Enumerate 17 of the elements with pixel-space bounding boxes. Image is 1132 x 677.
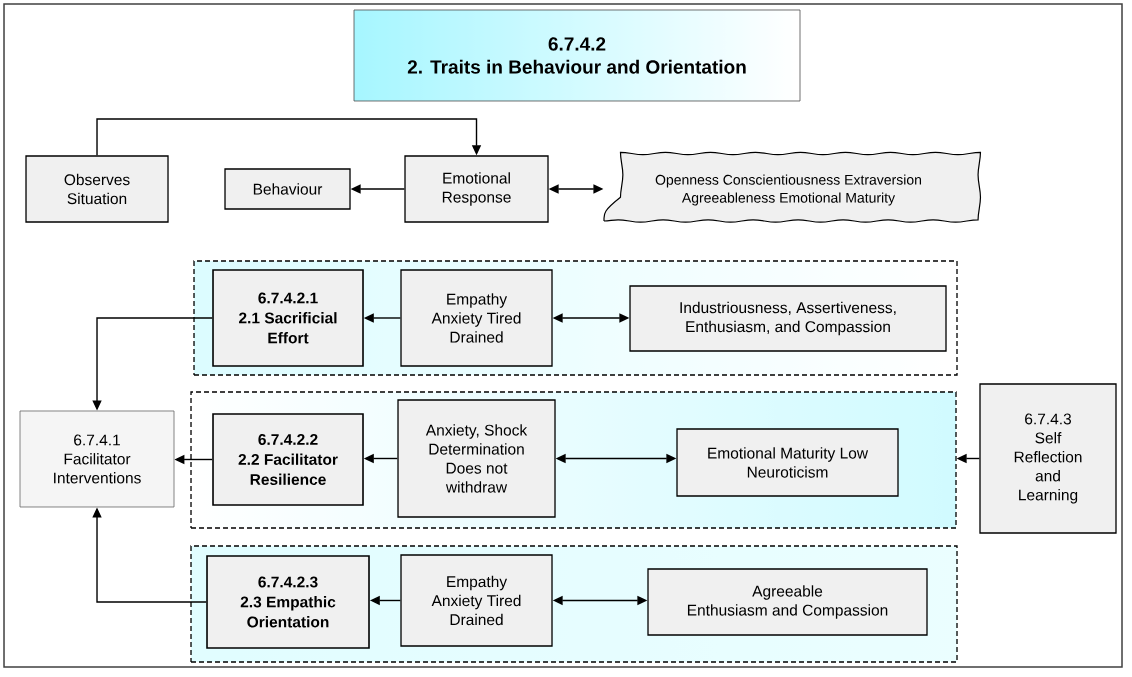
text-box: Agreeable Enthusiasm and Compassion: [647, 568, 928, 636]
text-box: Emotional Response: [404, 155, 549, 223]
text-box: Anxiety, Shock Determination Does not withdraw: [397, 399, 556, 518]
text-box: 6.7.4.3 Self Reflection and Learning: [979, 383, 1117, 534]
text-box: Industriousness, Assertiveness, Enthusiasm, and Compassion: [629, 285, 947, 352]
text-box: 6.7.4.1 Facilitator Interventions: [19, 410, 175, 508]
title-box: 6.7.4.2 2. Traits in Behaviour and Orientation: [353, 9, 801, 102]
text-box: Empathy Anxiety Tired Drained: [400, 554, 553, 647]
wavy-box: Openness Conscientiousness Extraversion Agreeableness Emotional Maturity: [603, 151, 982, 223]
text-box: Emotional Maturity Low Neuroticism: [676, 428, 899, 497]
arrow: [96, 118, 482, 157]
text-box: Empathy Anxiety Tired Drained: [400, 269, 553, 367]
text-box: Observes Situation: [25, 155, 169, 223]
heading-box: 6.7.4.2.2 2.2 Facilitator Resilience: [212, 413, 364, 506]
text-box: Behaviour: [224, 168, 351, 210]
heading-box: 6.7.4.2.3 2.3 Empathic Orientation: [206, 555, 370, 649]
heading-box: 6.7.4.2.1 2.1 Sacrificial Effort: [212, 269, 364, 367]
